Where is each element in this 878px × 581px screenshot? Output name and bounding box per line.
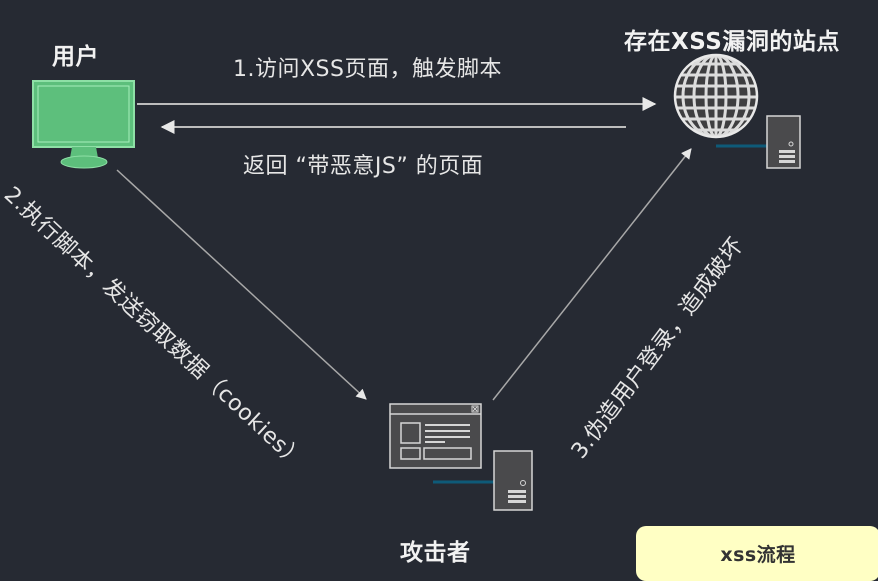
site-server-icon: [716, 115, 801, 169]
attacker-server-icon: [433, 450, 533, 511]
step2-arrow: [116, 169, 367, 400]
browser-window-icon: [389, 403, 482, 469]
vulnerable-site-label: 存在XSS漏洞的站点: [624, 29, 840, 55]
globe-icon: [673, 53, 759, 139]
user-label: 用户: [52, 44, 99, 70]
attacker-label: 攻击者: [400, 540, 471, 566]
return-label: 返回 “带恶意JS” 的页面: [243, 154, 484, 179]
monitor-icon: [32, 80, 135, 169]
step1-label: 1.访问XSS页面，触发脚本: [233, 57, 502, 82]
caption-text: xss流程: [720, 544, 796, 566]
step3-arrow: [492, 148, 692, 401]
caption-box: xss流程: [636, 526, 878, 581]
